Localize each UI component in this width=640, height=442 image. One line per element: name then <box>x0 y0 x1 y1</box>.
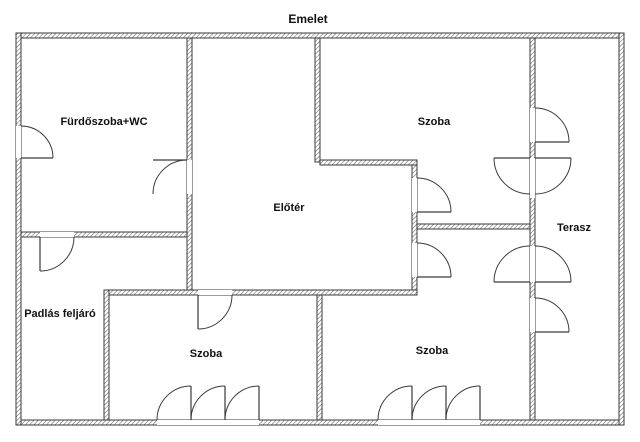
door-terrace-3a <box>493 245 531 283</box>
doors <box>16 107 572 425</box>
door-bath-left <box>20 125 54 159</box>
door-terrace-3b <box>534 245 572 283</box>
outer-wall-bottom <box>15 419 625 426</box>
outer-wall-left <box>15 32 22 426</box>
walls <box>15 32 625 426</box>
window-middle-1 <box>156 385 192 421</box>
wall-room-step <box>319 159 418 166</box>
door-terrace-4 <box>534 297 570 333</box>
door-attic <box>39 236 75 272</box>
room-label-terrace: Terasz <box>557 222 592 234</box>
room-label-top-right: Szoba <box>418 116 451 128</box>
room-label-hall: Előtér <box>273 202 305 214</box>
wall-attic-room <box>103 289 110 421</box>
wall-rooms-divider <box>416 223 532 230</box>
door-terrace-1 <box>534 107 570 143</box>
wall-terrace <box>529 37 536 421</box>
door-hall-room-middle <box>197 294 233 330</box>
door-terrace-2b <box>534 157 572 195</box>
window-middle-3 <box>224 385 260 421</box>
room-label-bottom-right: Szoba <box>416 345 449 357</box>
outer-wall-top <box>15 32 625 39</box>
outer-wall-right <box>618 32 625 426</box>
room-label-attic-access: Padlás feljáró <box>24 308 96 320</box>
door-terrace-2a <box>493 157 531 195</box>
wall-bath-bottom <box>20 231 188 238</box>
wall-hall-room <box>314 37 321 163</box>
window-right-1 <box>377 385 413 421</box>
window-middle-2 <box>190 385 226 421</box>
door-hall-room-right <box>416 242 452 278</box>
window-right-2 <box>411 385 447 421</box>
wall-hall-bottom <box>103 289 418 296</box>
window-right-3 <box>445 385 481 421</box>
door-hall-room-top <box>416 177 452 213</box>
wall-bottom-rooms <box>316 294 323 421</box>
floor-title: Emelet <box>288 12 327 26</box>
room-label-bottom-middle: Szoba <box>190 348 223 360</box>
door-bath-hall <box>152 159 188 195</box>
room-label-bathroom: Fürdőszoba+WC <box>60 116 147 128</box>
